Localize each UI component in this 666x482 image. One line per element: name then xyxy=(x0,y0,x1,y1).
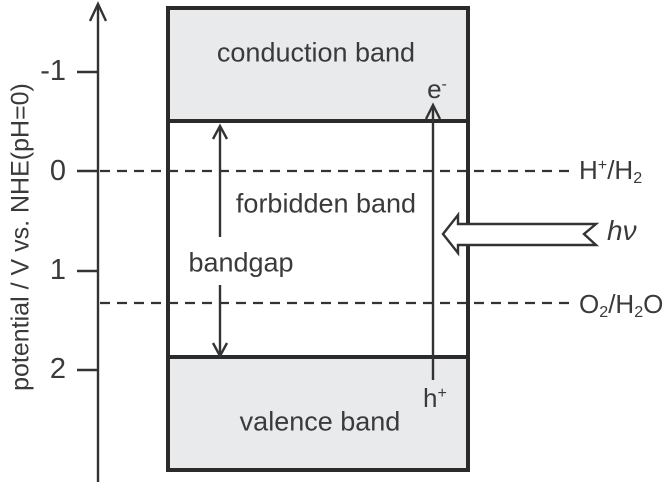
o2-redox-label: O2/H2O xyxy=(579,289,664,322)
potential-axis xyxy=(77,1,108,482)
tick-label-0: 0 xyxy=(49,155,66,187)
tick-label-minus1: -1 xyxy=(40,55,66,87)
valence-band-box xyxy=(166,355,470,472)
y-axis-label: potential / V vs. NHE(pH=0) xyxy=(6,83,35,391)
photon-label: hν xyxy=(607,215,637,246)
hole-label: h+ xyxy=(423,383,447,413)
bandgap-label: bandgap xyxy=(188,247,294,278)
valence-band-label: valence band xyxy=(239,406,401,437)
conduction-band-label: conduction band xyxy=(216,37,416,68)
conduction-band-box xyxy=(166,6,470,123)
tick-label-2: 2 xyxy=(49,353,66,385)
electron-label: e- xyxy=(427,74,447,104)
h2-redox-label: H+/H2 xyxy=(579,155,643,188)
tick-label-1: 1 xyxy=(49,254,66,286)
axis-arrowhead-icon xyxy=(88,1,108,22)
forbidden-band-label: forbidden band xyxy=(235,188,417,219)
